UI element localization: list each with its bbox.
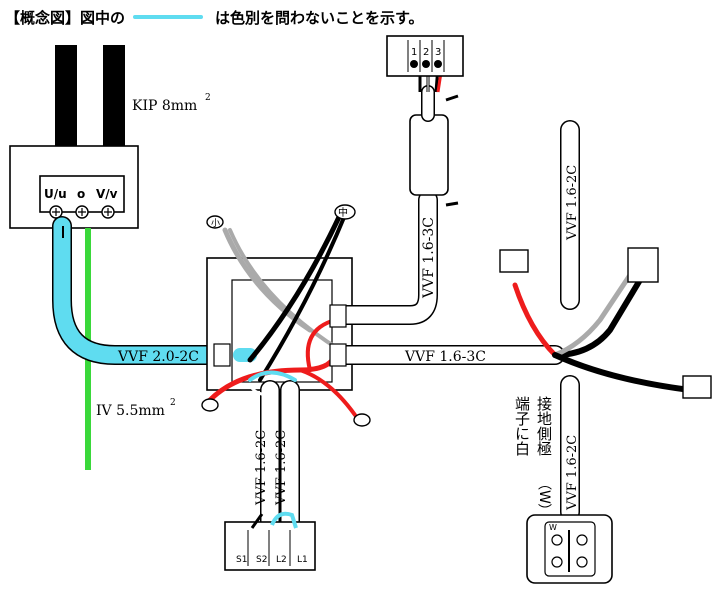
sleeve-small-bottom-left xyxy=(201,398,219,412)
vvf-16-3c-top-label: VVF 1.6-3C xyxy=(421,217,437,299)
sleeve-small-label: 小 xyxy=(211,218,220,229)
note-grounded-pole: 接地側極 xyxy=(535,396,553,456)
terminal-v-label: V/v xyxy=(96,187,118,201)
connector-red xyxy=(499,249,529,273)
switch-terminal-s1: S1 xyxy=(236,555,247,565)
vvf-16-3c-main-label: VVF 1.6-3C xyxy=(404,349,486,365)
kip-cable-left xyxy=(55,45,77,163)
vvf-2c-cable xyxy=(53,217,249,364)
switch-body xyxy=(224,521,316,571)
sleeve-small-bottom-right xyxy=(353,413,371,427)
legend-suffix: は色別を問わないことを示す。 xyxy=(215,8,424,27)
switch-terminal-l1: L1 xyxy=(297,555,308,565)
junction-box-wiring xyxy=(207,212,357,417)
vvf-16-2c-switch-label-b: VVF 1.6-2C xyxy=(274,430,289,506)
bushing-top xyxy=(329,304,347,328)
connector-black xyxy=(682,375,712,399)
top-terminal-2: 2 xyxy=(423,47,429,58)
top-terminal-3: 3 xyxy=(435,47,441,58)
vvf-20-2c-label: VVF 2.0-2C xyxy=(117,349,199,365)
sleeve-medium-label: 中 xyxy=(338,206,348,219)
outlet-receptacle xyxy=(526,514,613,584)
vvf-16-2c-top-right-label: VVF 1.6-2C xyxy=(565,165,580,241)
kip-cable-right xyxy=(103,45,125,163)
top-terminal-block xyxy=(386,35,464,77)
switch-terminal-s2: S2 xyxy=(256,555,267,565)
top-terminal-body xyxy=(386,35,464,77)
switch-terminal-block xyxy=(224,511,316,571)
vvf-16-2c-outlet-label: VVF 1.6-2C xyxy=(565,435,580,511)
kip-label: KIP 8mm xyxy=(132,98,197,114)
switch-terminal-l2: L2 xyxy=(276,555,287,565)
bushing-right xyxy=(329,343,347,367)
terminal-u-label: U/u xyxy=(44,187,67,201)
bushing-left xyxy=(213,343,231,367)
legend-blue-swatch xyxy=(133,15,204,19)
fixture-cylinder xyxy=(409,114,449,196)
outlet-w-label: W xyxy=(549,523,557,532)
note-w: （W） xyxy=(536,476,552,518)
iv-label-sup: 2 xyxy=(170,398,176,408)
transformer-terminal-block xyxy=(9,145,139,229)
legend-line: 【概念図】図中の は色別を問わないことを示す。 xyxy=(5,5,424,29)
connector-gray xyxy=(627,247,659,283)
ceiling-fixture xyxy=(409,65,459,207)
kip-cables xyxy=(55,45,125,163)
iv-label: IV 5.5mm xyxy=(96,403,165,419)
legend-prefix: 【概念図】図中の xyxy=(5,8,126,27)
terminal-o-label: o xyxy=(77,187,85,201)
sleeve-small-top-left xyxy=(206,215,224,229)
note-white-terminal: 端子に白 xyxy=(513,396,531,456)
top-terminal-1: 1 xyxy=(411,47,417,58)
vvf-3c-top-cable xyxy=(336,191,437,324)
vvf-16-2c-switch-label-a: VVF 1.6-2C xyxy=(254,430,269,506)
sleeve-medium xyxy=(334,204,356,220)
kip-label-sup: 2 xyxy=(205,93,211,103)
